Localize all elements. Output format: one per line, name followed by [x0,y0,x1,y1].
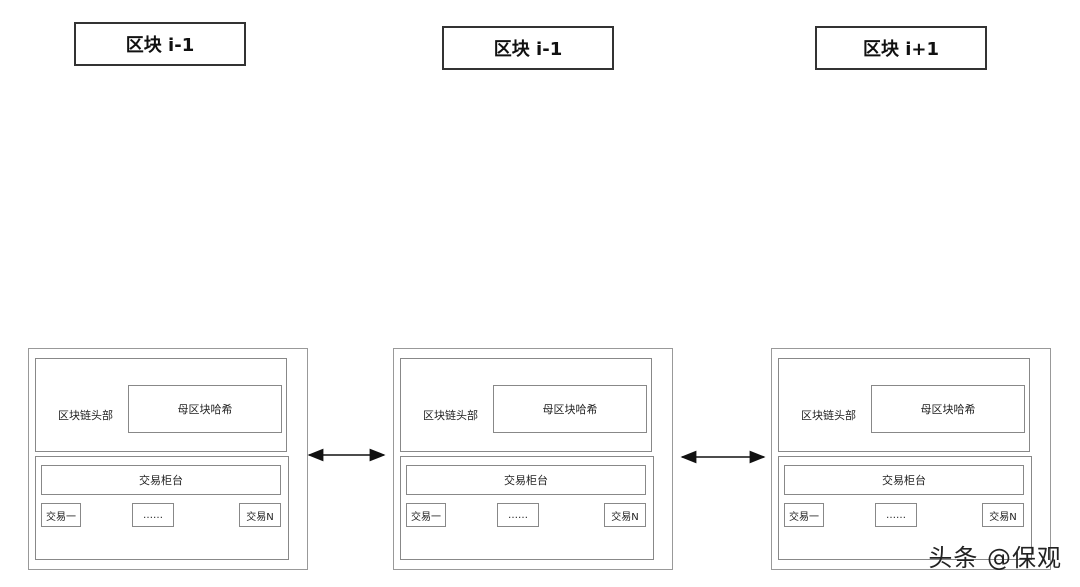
transaction-first: 交易一 [406,503,446,527]
block-title-2: 区块 i-1 [442,26,614,70]
watermark: 头条 @保观 [928,544,1062,572]
block-1: 区块链头部 母区块哈希 交易柜台 交易一 …… 交易N [28,348,308,570]
block-header-label: 区块链头部 [58,409,113,422]
transaction-counter: 交易柜台 [406,465,646,495]
transaction-ellipsis: …… [132,503,174,527]
parent-hash-box: 母区块哈希 [493,385,647,433]
transaction-last: 交易N [239,503,281,527]
transaction-counter: 交易柜台 [41,465,281,495]
block-title-3: 区块 i+1 [815,26,987,70]
block-header: 区块链头部 母区块哈希 [400,358,652,452]
parent-hash-box: 母区块哈希 [128,385,282,433]
block-2: 区块链头部 母区块哈希 交易柜台 交易一 …… 交易N [393,348,673,570]
transaction-last: 交易N [604,503,646,527]
block-header-label: 区块链头部 [801,409,856,422]
transaction-ellipsis: …… [497,503,539,527]
block-header: 区块链头部 母区块哈希 [35,358,287,452]
transaction-ellipsis: …… [875,503,917,527]
block-title-1: 区块 i-1 [74,22,246,66]
block-header-label: 区块链头部 [423,409,478,422]
block-body: 交易柜台 交易一 …… 交易N [400,456,654,560]
block-body: 交易柜台 交易一 …… 交易N [778,456,1032,560]
block-3: 区块链头部 母区块哈希 交易柜台 交易一 …… 交易N [771,348,1051,570]
parent-hash-box: 母区块哈希 [871,385,1025,433]
transaction-first: 交易一 [41,503,81,527]
transaction-counter: 交易柜台 [784,465,1024,495]
transaction-first: 交易一 [784,503,824,527]
block-body: 交易柜台 交易一 …… 交易N [35,456,289,560]
block-header: 区块链头部 母区块哈希 [778,358,1030,452]
transaction-last: 交易N [982,503,1024,527]
